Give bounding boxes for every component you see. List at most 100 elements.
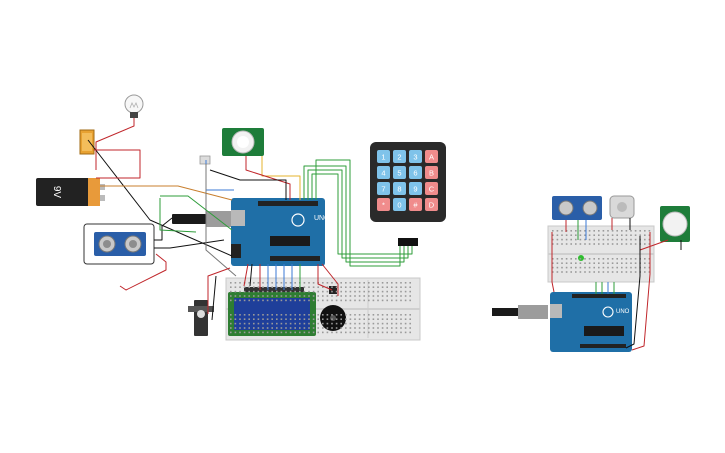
- small-component[interactable]: [199, 155, 211, 165]
- breadboard-hole: [404, 327, 407, 329]
- breadboard-hole: [556, 266, 559, 269]
- breadboard-hole: [584, 271, 586, 273]
- breadboard-hole: [317, 318, 319, 320]
- breadboard-hole: [345, 322, 347, 325]
- wire: [243, 263, 249, 287]
- transistor[interactable]: [329, 286, 337, 294]
- breadboard-hole: [285, 322, 287, 325]
- breadboard-hole: [317, 314, 319, 316]
- ultrasonic-sensor[interactable]: [83, 223, 155, 265]
- keypad-key[interactable]: [409, 166, 422, 179]
- breadboard-hole: [575, 238, 577, 241]
- breadboard-hole: [404, 295, 407, 297]
- breadboard-hole: [556, 234, 559, 236]
- keypad-key[interactable]: [393, 182, 406, 195]
- breadboard-hole: [372, 318, 375, 320]
- keypad-key[interactable]: [393, 150, 406, 163]
- breadboard-hole: [248, 286, 250, 288]
- arduino-right-brand: UNO: [616, 309, 630, 315]
- breadboard-hole: [644, 243, 646, 245]
- relay[interactable]: [79, 129, 95, 155]
- wire: [205, 164, 237, 277]
- breadboard-hole: [358, 318, 361, 320]
- pir-sensor[interactable]: [222, 128, 264, 156]
- breadboard-hole: [561, 271, 563, 273]
- breadboard-hole: [308, 286, 310, 288]
- breadboard-hole: [358, 327, 361, 329]
- breadboard-hole: [340, 314, 342, 316]
- servo-motor[interactable]: [188, 300, 214, 336]
- breadboard-hole: [308, 295, 310, 297]
- breadboard-hole: [634, 243, 637, 245]
- breadboard-hole: [616, 238, 618, 241]
- breadboard-hole: [409, 314, 411, 316]
- breadboard-hole: [570, 271, 572, 273]
- ultrasonic-sensor-right[interactable]: [552, 196, 602, 220]
- keypad-key[interactable]: [425, 166, 438, 179]
- breadboard-hole: [253, 314, 255, 316]
- keypad-key[interactable]: [393, 166, 406, 179]
- keypad-key[interactable]: [377, 150, 390, 163]
- breadboard-hole: [363, 327, 365, 329]
- buzzer[interactable]: [320, 305, 346, 331]
- breadboard-hole: [556, 258, 559, 260]
- keypad-key[interactable]: [377, 166, 390, 179]
- breadboard-hole: [400, 295, 402, 297]
- breadboard-hole: [308, 299, 310, 302]
- battery-9v[interactable]: 9V: [36, 178, 105, 206]
- breadboard-hole: [400, 290, 402, 293]
- breadboard-hole: [230, 299, 232, 302]
- keypad-key[interactable]: [425, 182, 438, 195]
- breadboard-hole: [404, 318, 407, 320]
- breadboard-hole: [322, 331, 324, 334]
- breadboard-hole: [248, 327, 250, 329]
- arduino-uno-left[interactable]: UNO: [231, 198, 330, 266]
- battery-label: 9V: [51, 186, 62, 199]
- breadboard-hole: [391, 314, 393, 316]
- pir-sensor-right[interactable]: [660, 206, 690, 242]
- dc-motor[interactable]: [609, 195, 635, 219]
- breadboard-hole: [322, 318, 324, 320]
- breadboard-hole: [289, 322, 292, 325]
- arduino-uno-right[interactable]: UNO: [550, 292, 632, 352]
- breadboard-hole: [386, 318, 388, 320]
- breadboard-hole: [299, 318, 301, 320]
- keypad-key[interactable]: [425, 150, 438, 163]
- breadboard-hole: [253, 299, 255, 302]
- keypad-key[interactable]: [409, 150, 422, 163]
- light-bulb[interactable]: [124, 94, 144, 118]
- breadboard-hole: [326, 290, 329, 293]
- wire: [211, 275, 217, 321]
- keypad-key[interactable]: [425, 198, 438, 211]
- keypad-key-label: 5: [397, 169, 401, 178]
- wire: [119, 253, 167, 291]
- keypad-key[interactable]: [409, 198, 422, 211]
- breadboard-hole: [276, 282, 278, 284]
- breadboard-hole: [561, 234, 563, 236]
- breadboard-holes: [230, 230, 651, 334]
- breadboard-hole: [303, 314, 306, 316]
- breadboard-hole: [257, 331, 260, 334]
- breadboard-hole: [363, 331, 365, 334]
- breadboard-hole: [303, 322, 306, 325]
- breadboard-hole: [331, 286, 333, 288]
- breadboard-hole: [230, 282, 232, 284]
- keypad-key[interactable]: [393, 198, 406, 211]
- breadboard-hole: [602, 243, 605, 245]
- breadboard-hole: [395, 318, 398, 320]
- breadboard-hole: [349, 299, 352, 302]
- breadboard-hole: [409, 318, 411, 320]
- keypad-key[interactable]: [377, 198, 390, 211]
- keypad-key[interactable]: [409, 182, 422, 195]
- breadboard-hole: [395, 286, 398, 288]
- keypad-key-label: 3: [413, 153, 417, 162]
- breadboard-hole: [381, 327, 384, 329]
- breadboard-hole: [611, 266, 614, 269]
- arduino-left-brand: UNO: [314, 215, 330, 222]
- breadboard-hole: [570, 243, 572, 245]
- breadboard-hole: [391, 299, 393, 302]
- keypad-key[interactable]: [377, 182, 390, 195]
- breadboard-hole: [625, 243, 628, 245]
- breadboard-hole: [552, 258, 554, 260]
- lcd-display[interactable]: [228, 287, 316, 336]
